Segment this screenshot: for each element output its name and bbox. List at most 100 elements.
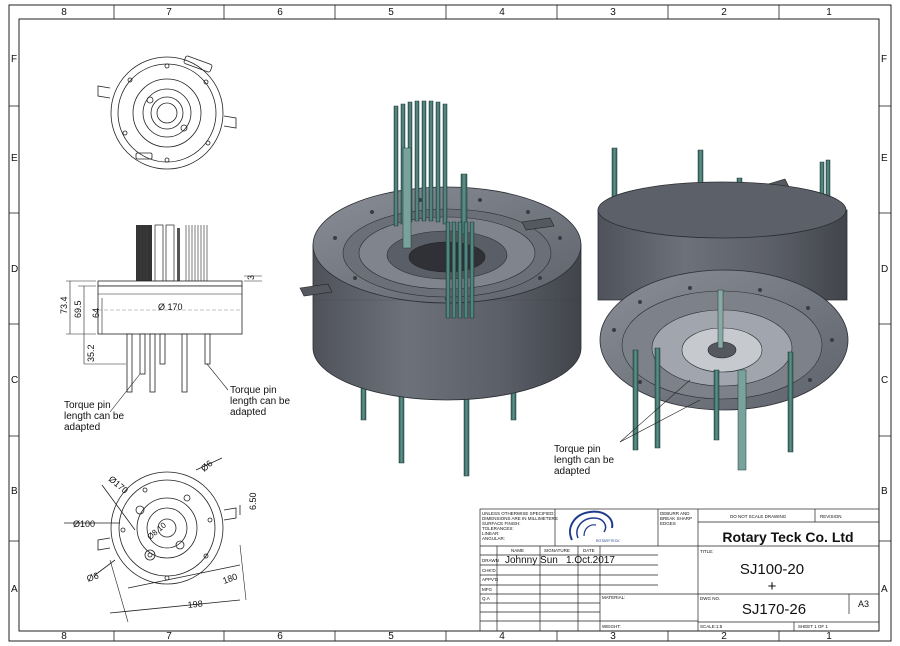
dwg-number: SJ170-26 <box>742 601 806 618</box>
torque-note-right: Torque pin length can be adapted <box>554 379 701 477</box>
row-chkd: CHK'D <box>482 568 496 573</box>
bottom-view <box>64 457 241 614</box>
tol-line-2: DIMENSIONS ARE IN MILLIMETERS <box>482 516 558 521</box>
zone-col-bottom-6: 6 <box>277 631 283 642</box>
tol-line-6: ANGULAR: <box>482 536 505 541</box>
zone-row-left-F: F <box>11 54 17 65</box>
revision-label: REVISION <box>820 514 842 519</box>
deburr-line-3: EDGES <box>660 521 676 526</box>
title-line-1: SJ100-20 <box>740 561 804 578</box>
zone-col-bottom-8: 8 <box>61 631 67 642</box>
torque-note-mid: Torque pin length can be adapted <box>206 363 290 418</box>
dim-bottom-d170: Ø170 <box>107 474 130 496</box>
torque-note-right-line2: length can be <box>554 455 614 466</box>
col-signature: SIGNATURE <box>544 548 570 553</box>
zone-row-right-B: B <box>881 486 888 497</box>
weight-label: WEIGHT: <box>602 624 621 629</box>
dim-bottom-d6-top: Ø6 <box>199 458 215 473</box>
dim-diameter-170: Ø 170 <box>158 302 183 312</box>
zone-col-top-2: 2 <box>721 7 727 18</box>
torque-note-left-line3: adapted <box>64 422 100 433</box>
col-name: NAME <box>511 548 524 553</box>
row-appvd: APPV'D <box>482 577 499 582</box>
zone-col-bottom-4: 4 <box>499 631 505 642</box>
zone-row-right-E: E <box>881 153 888 164</box>
tol-line-3: SURFACE FINISH: <box>482 521 521 526</box>
tol-line-5: LINEAR: <box>482 531 500 536</box>
title-line-2: + <box>768 578 777 595</box>
deburr-line-1: DEBURR AND <box>660 511 690 516</box>
company-logo: ROTARYTECK <box>569 510 620 543</box>
zone-ticks <box>9 5 891 641</box>
inner-frame <box>18 18 880 632</box>
material-label: MATERIAL: <box>602 595 625 600</box>
tolerance-notes: UNLESS OTHERWISE SPECIFIED: DIMENSIONS A… <box>482 511 558 541</box>
torque-note-mid-line1: Torque pin <box>230 385 277 396</box>
zone-col-bottom-3: 3 <box>610 631 616 642</box>
dim-bottom-inner: Ø8.10 <box>146 520 169 541</box>
row-qa: Q.A <box>482 596 490 601</box>
iso-view-bottom <box>597 147 849 471</box>
zone-col-bottom-5: 5 <box>388 631 394 642</box>
row-drawn: DRAWN <box>482 558 499 563</box>
zone-col-top-6: 6 <box>277 7 283 18</box>
dim-bottom-d6-bottom: Ø6 <box>85 570 100 584</box>
top-view <box>97 55 237 170</box>
title-block <box>479 508 880 632</box>
zone-row-left-D: D <box>11 264 18 275</box>
zone-col-top-1: 1 <box>826 7 832 18</box>
dim-3: 3 <box>246 275 256 280</box>
dim-69-5: 69.5 <box>73 300 83 318</box>
zone-row-left-A: A <box>11 584 18 595</box>
torque-note-left-line2: length can be <box>64 411 124 422</box>
torque-note-right-line3: adapted <box>554 466 590 477</box>
torque-note-mid-line2: length can be <box>230 396 290 407</box>
dim-64: 64 <box>91 308 101 318</box>
sheet-size: A3 <box>858 599 869 609</box>
col-date: DATE <box>583 548 595 553</box>
title-label: TITLE: <box>700 549 714 554</box>
tol-line-4: TOLERANCES: <box>482 526 514 531</box>
zone-row-left-E: E <box>11 153 18 164</box>
zone-col-bottom-7: 7 <box>166 631 172 642</box>
zone-col-top-7: 7 <box>166 7 172 18</box>
scale-label: SCALE:1:5 <box>700 624 723 629</box>
tol-line-1: UNLESS OTHERWISE SPECIFIED: <box>482 511 555 516</box>
dim-bottom-180: 180 <box>221 571 239 586</box>
zone-col-top-4: 4 <box>499 7 505 18</box>
sheet-label: SHEET 1 OF 1 <box>798 624 828 629</box>
dim-bottom-198: 198 <box>187 598 203 610</box>
torque-note-left-line1: Torque pin <box>64 400 111 411</box>
zone-row-right-A: A <box>881 584 888 595</box>
zone-col-bottom-2: 2 <box>721 631 727 642</box>
side-view: 73.4 69.5 64 3 Ø 170 35.2 <box>59 224 262 393</box>
dim-35-2: 35.2 <box>86 344 96 362</box>
drawn-name: Johnny Sun <box>505 555 558 566</box>
row-mfg: MFG <box>482 587 492 592</box>
zone-col-top-8: 8 <box>61 7 67 18</box>
dim-73-4: 73.4 <box>59 296 69 314</box>
torque-note-left: Torque pin length can be adapted <box>64 373 141 433</box>
zone-row-right-D: D <box>881 264 888 275</box>
bottom-view-leaders <box>109 544 247 623</box>
zone-col-top-3: 3 <box>610 7 616 18</box>
torque-note-mid-line3: adapted <box>230 407 266 418</box>
iso-view-top <box>299 100 582 477</box>
torque-note-right-line1: Torque pin <box>554 444 601 455</box>
zone-row-right-F: F <box>881 54 887 65</box>
drawn-date: 1.Oct.2017 <box>566 555 615 566</box>
zone-col-bottom-1: 1 <box>826 631 832 642</box>
dim-bottom-d100: Ø100 <box>73 519 95 529</box>
zone-col-top-5: 5 <box>388 7 394 18</box>
logo-text: ROTARYTECK <box>596 539 620 543</box>
zone-row-left-C: C <box>11 375 18 386</box>
zone-row-right-C: C <box>881 375 888 386</box>
zone-row-left-B: B <box>11 486 18 497</box>
dwg-label: DWG NO. <box>700 596 720 601</box>
do-not-scale: DO NOT SCALE DRAWING <box>730 514 787 519</box>
company-name: Rotary Teck Co. Ltd <box>722 529 853 545</box>
dim-bottom-6-50: 6.50 <box>248 492 258 510</box>
outer-frame <box>8 4 892 642</box>
deburr-line-2: BREAK SHARP <box>660 516 692 521</box>
